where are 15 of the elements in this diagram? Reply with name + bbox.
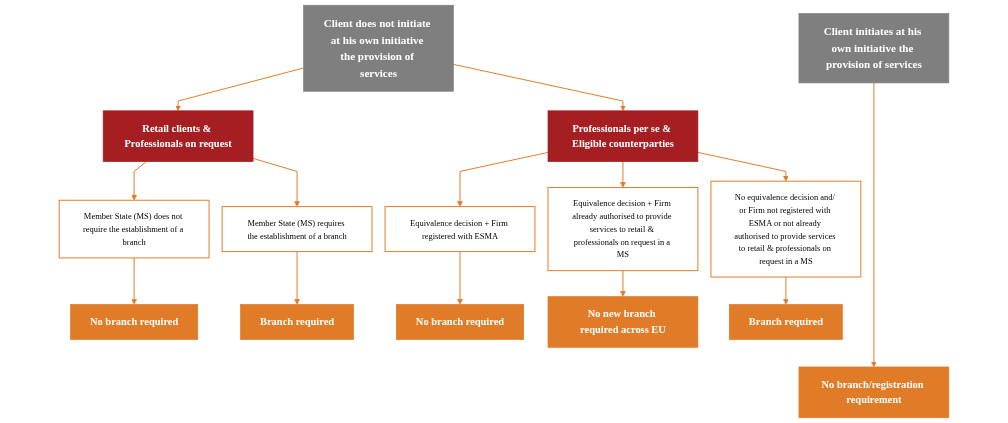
node-box: Professionals per se & Eligible counterparties — [547, 110, 699, 162]
node-box: No branch required — [70, 304, 199, 340]
node-box: Member State (MS) requires the establishment of a branch — [221, 206, 373, 253]
node-box: Branch required — [728, 304, 843, 340]
node-box: No new branch required across EU — [547, 296, 699, 348]
node-box: No branch required — [396, 304, 524, 340]
node-box: Client initiates at his own initiative the provision of services — [798, 13, 950, 84]
node-box: Retail clients & Professionals on request — [102, 110, 254, 162]
node-box: No equivalence decision and/ or Firm not registered with ESMA or not already authorised to provide services to retail & professionals on request in a MS — [710, 180, 862, 278]
node-box: Equivalence decision + Firm already authorised to provide services to retail & professionals on request in a MS — [547, 187, 699, 272]
node-box: Equivalence decision + Firm registered with ESMA — [384, 206, 536, 253]
node-box: No branch/registration requirement — [798, 366, 950, 419]
node-box: Client does not initiate at his own initiative the provision of services — [303, 4, 454, 92]
node-box: Member State (MS) does not require the establishment of a branch — [58, 199, 210, 259]
node-box: Branch required — [240, 304, 354, 340]
